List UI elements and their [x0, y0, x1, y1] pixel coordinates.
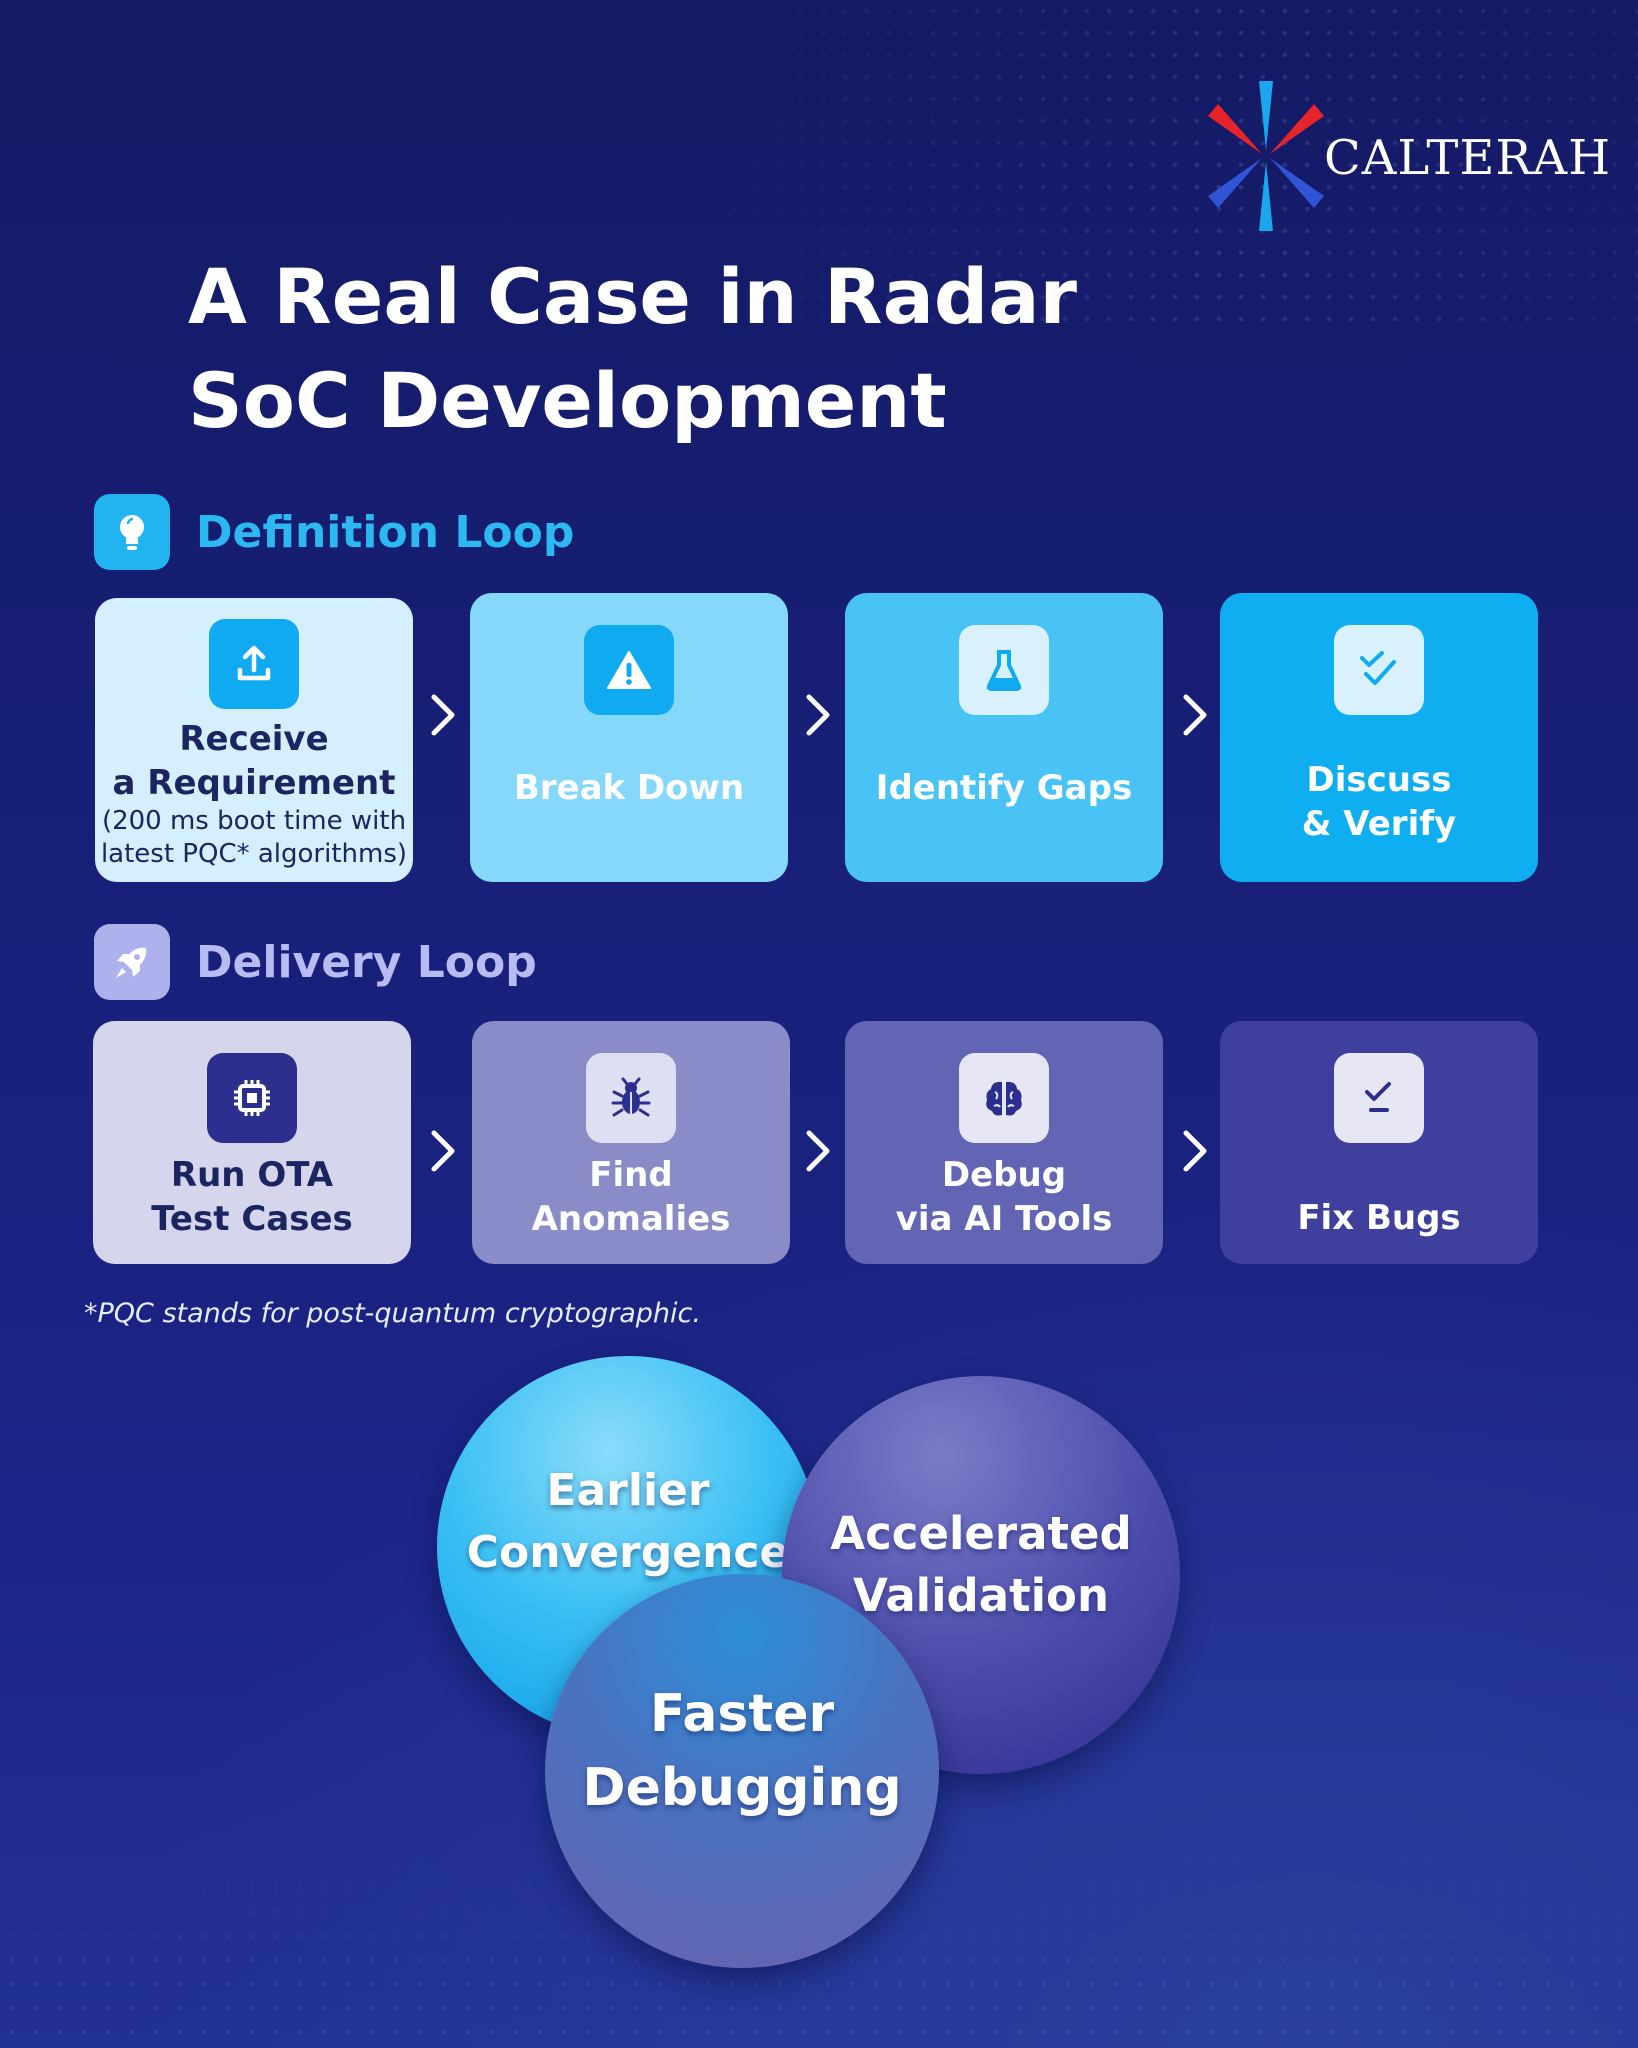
chevron-right-icon [806, 1130, 830, 1172]
chevron-right-icon [1183, 1130, 1207, 1172]
definition-loop-header: Definition Loop [94, 494, 574, 570]
delivery-step-fix-bugs: Fix Bugs [1220, 1021, 1538, 1264]
definition-loop-label: Definition Loop [196, 506, 575, 558]
upload-icon [209, 619, 299, 709]
step-label: Break Down [513, 767, 745, 808]
step-detail: (200 ms boot time with latest PQC* algor… [100, 806, 408, 869]
def-step-receive-requirement: Receive a Requirement (200 ms boot time … [95, 598, 413, 882]
delivery-step-run-ota: Run OTA Test Cases [93, 1021, 411, 1264]
footnote: *PQC stands for post-quantum cryptograph… [84, 1298, 701, 1329]
def-step-identify-gaps: Identify Gaps [845, 593, 1163, 882]
bug-icon [586, 1053, 676, 1143]
warning-icon [584, 625, 674, 715]
step-label: Debug via AI Tools [895, 1154, 1113, 1239]
delivery-loop-label: Delivery Loop [196, 936, 537, 988]
brain-icon [959, 1053, 1049, 1143]
flask-icon [959, 625, 1049, 715]
benefit-accelerated-validation: Accelerated Validation [782, 1376, 1180, 1774]
step-label: Receive a Requirement [112, 719, 396, 803]
brand-name: CALTERAH [1324, 130, 1612, 186]
benefit-faster-debugging: Faster Debugging [545, 1574, 939, 1968]
benefit-label: Earlier Convergence [466, 1465, 790, 1578]
benefit-label: Faster Debugging [582, 1684, 902, 1818]
step-label: Find Anomalies [531, 1154, 731, 1239]
chevron-right-icon [1183, 694, 1207, 736]
calterah-logo: CALTERAH [1204, 78, 1610, 238]
rocket-icon [94, 924, 170, 1000]
double-check-icon [1334, 625, 1424, 715]
chip-icon [207, 1053, 297, 1143]
page-title: A Real Case in Radar SoC Development [188, 252, 1078, 445]
delivery-step-debug-ai: Debug via AI Tools [845, 1021, 1163, 1264]
def-step-break-down: Break Down [470, 593, 788, 882]
delivery-loop-header: Delivery Loop [94, 924, 537, 1000]
delivery-step-find-anomalies: Find Anomalies [472, 1021, 790, 1264]
benefit-label: Accelerated Validation [830, 1507, 1132, 1622]
def-step-discuss-verify: Discuss & Verify [1220, 593, 1538, 882]
calterah-star-icon [1208, 81, 1324, 231]
decorative-dot-pattern [658, 0, 1638, 330]
chevron-right-icon [431, 1130, 455, 1172]
chevron-right-icon [806, 694, 830, 736]
step-label: Fix Bugs [1297, 1197, 1461, 1238]
step-label: Discuss & Verify [1301, 759, 1457, 844]
chevron-right-icon [431, 694, 455, 736]
step-label: Identify Gaps [875, 767, 1133, 808]
step-label: Run OTA Test Cases [151, 1154, 353, 1239]
check-icon [1334, 1053, 1424, 1143]
lightbulb-icon [94, 494, 170, 570]
